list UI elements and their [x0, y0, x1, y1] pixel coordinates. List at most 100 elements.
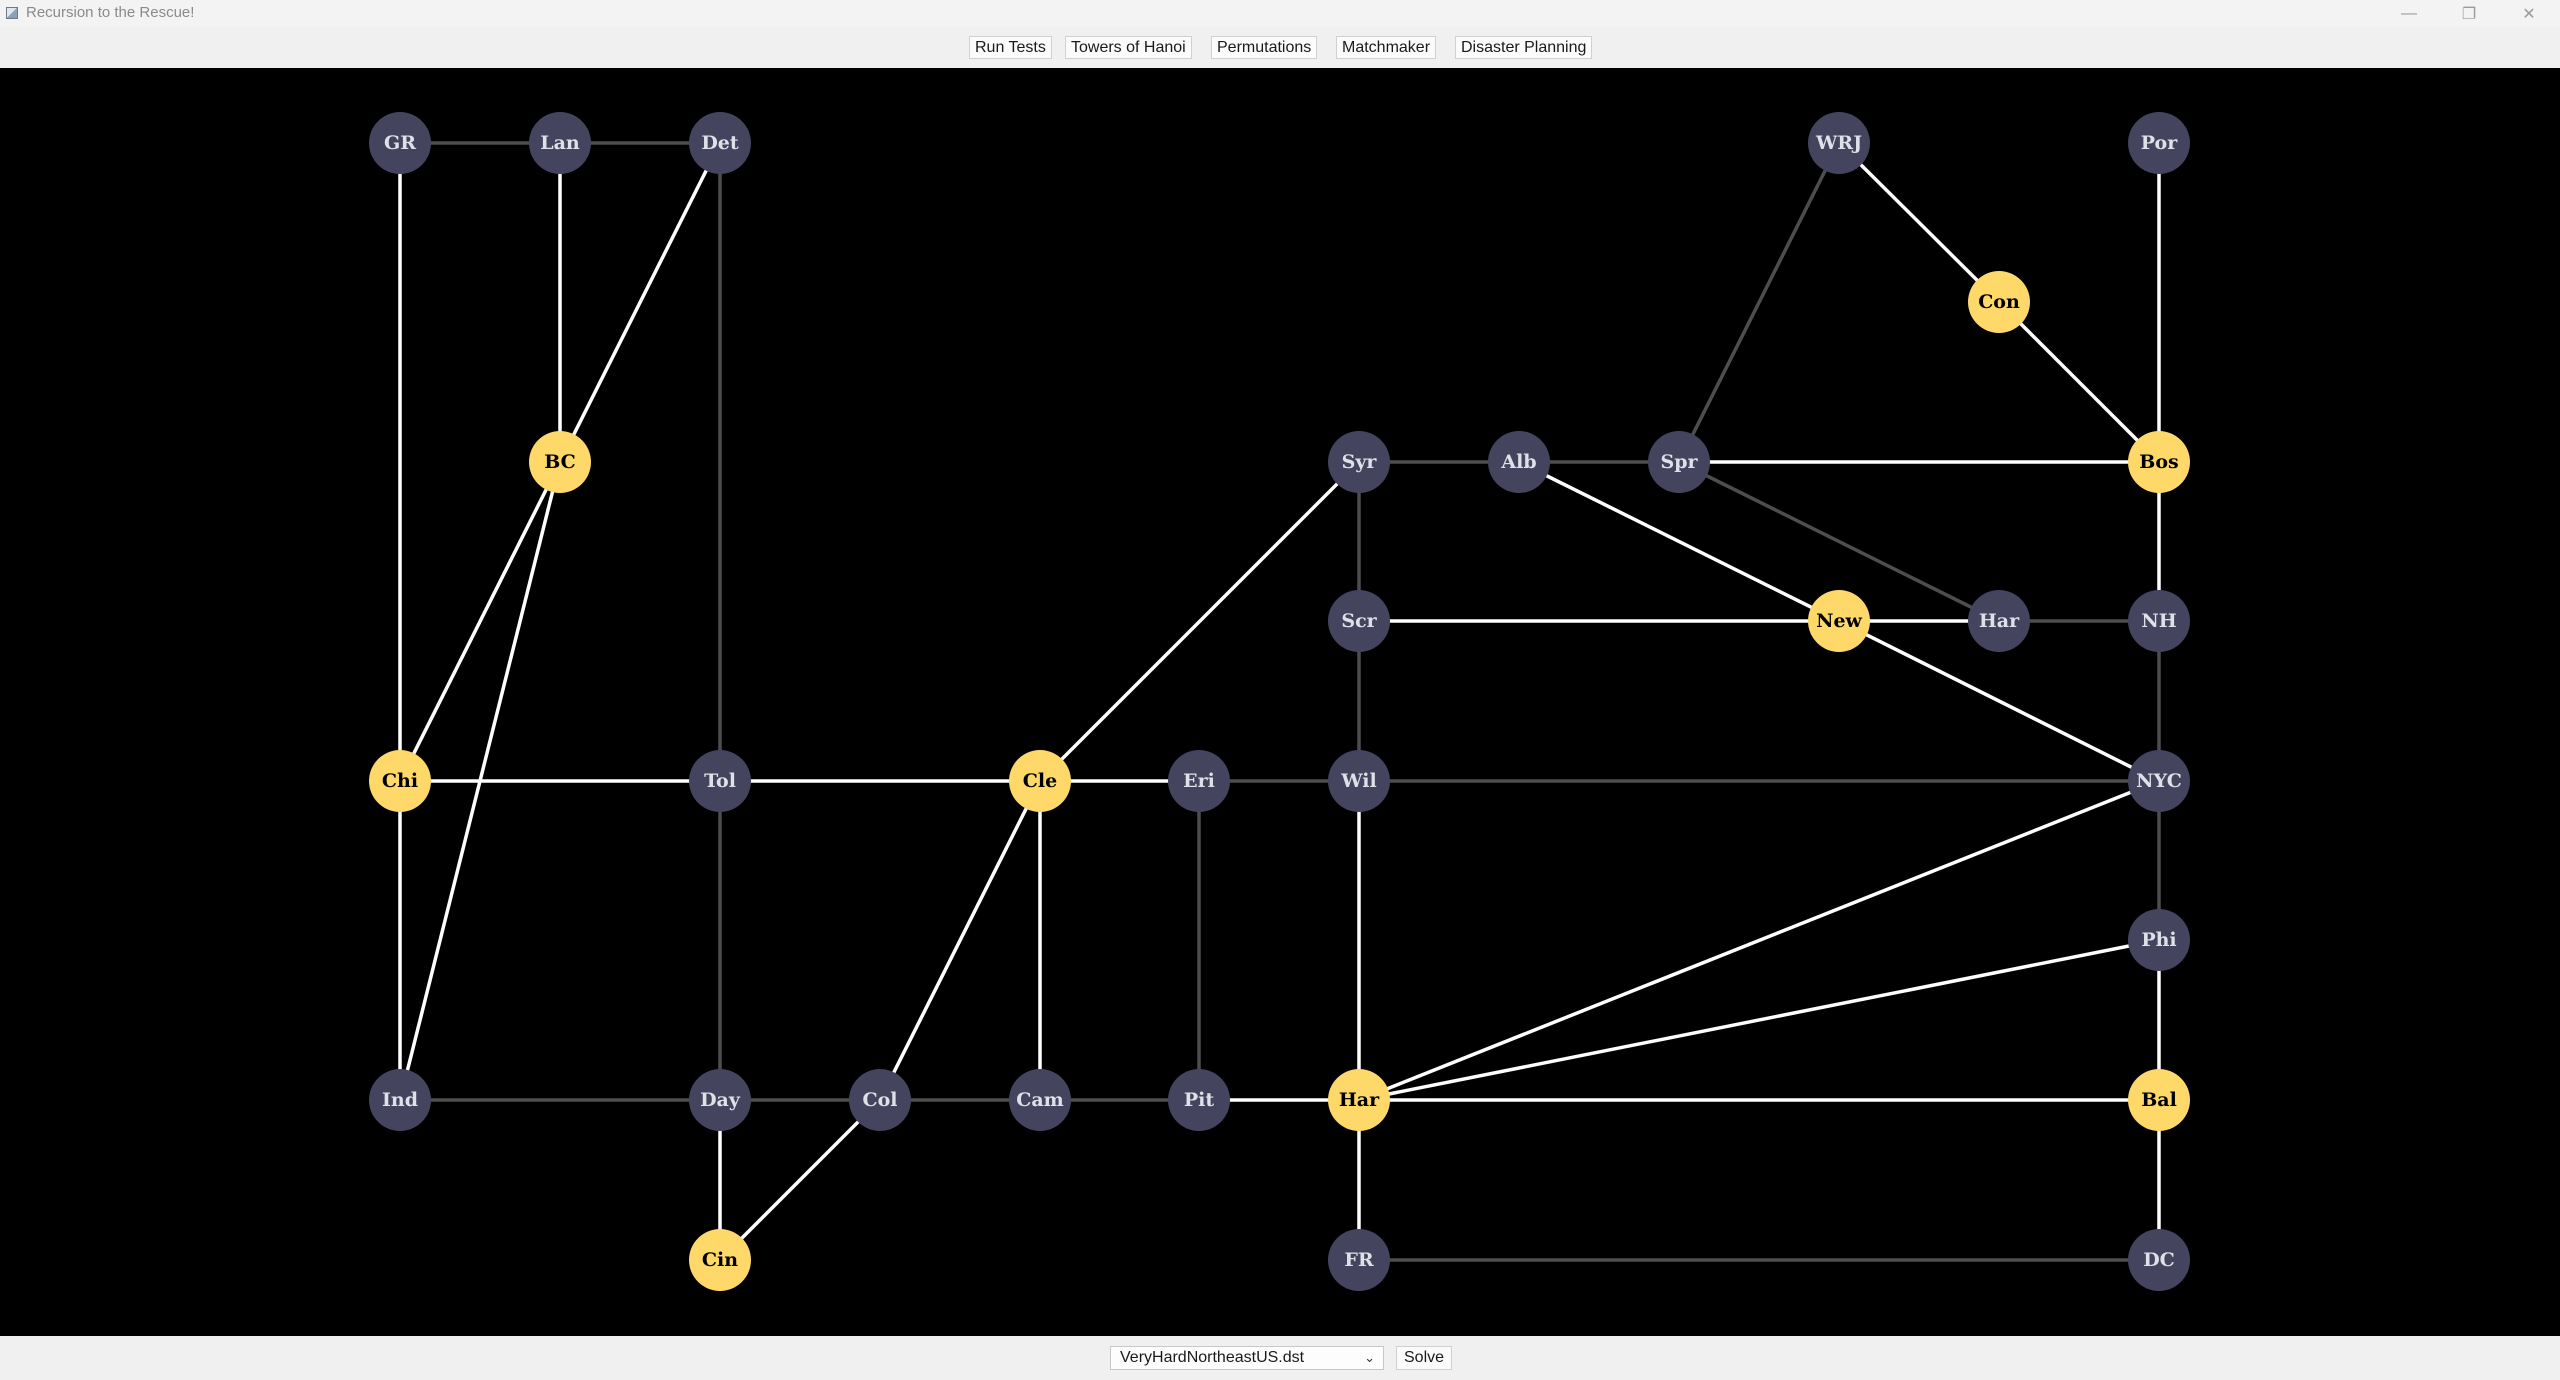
city-node-por[interactable]: Por — [2128, 112, 2190, 174]
city-node-circle[interactable] — [1328, 750, 1390, 812]
city-node-circle[interactable] — [1328, 1229, 1390, 1291]
city-node-phi[interactable]: Phi — [2128, 909, 2190, 971]
city-node-circle[interactable] — [369, 1069, 431, 1131]
app-icon — [6, 7, 18, 19]
city-node-tol[interactable]: Tol — [689, 750, 751, 812]
city-node-circle[interactable] — [1808, 590, 1870, 652]
city-node-har2[interactable]: Har — [1968, 590, 2030, 652]
city-node-circle[interactable] — [2128, 909, 2190, 971]
city-node-day[interactable]: Day — [689, 1069, 751, 1131]
edge-new-nyc — [1838, 619, 2160, 783]
city-node-circle[interactable] — [1328, 1069, 1390, 1131]
edge-spr-har2 — [1678, 460, 2000, 623]
city-node-spr[interactable]: Spr — [1648, 431, 1710, 493]
city-node-circle[interactable] — [1168, 750, 1230, 812]
city-node-dc[interactable]: DC — [2128, 1229, 2190, 1291]
edge-phi-har — [1358, 938, 2160, 1102]
city-node-har[interactable]: Har — [1328, 1069, 1390, 1131]
city-node-label: Ind — [382, 1089, 418, 1111]
city-node-circle[interactable] — [369, 112, 431, 174]
city-node-circle[interactable] — [2128, 750, 2190, 812]
city-node-label: FR — [1344, 1249, 1373, 1271]
city-node-circle[interactable] — [1968, 590, 2030, 652]
city-node-label: Eri — [1183, 770, 1215, 792]
city-node-pit[interactable]: Pit — [1168, 1069, 1230, 1131]
city-node-circle[interactable] — [2128, 1069, 2190, 1131]
city-node-det[interactable]: Det — [689, 112, 751, 174]
city-node-bal[interactable]: Bal — [2128, 1069, 2190, 1131]
city-node-wrj[interactable]: WRJ — [1808, 112, 1870, 174]
city-node-label: Day — [700, 1089, 741, 1111]
city-node-fr[interactable]: FR — [1328, 1229, 1390, 1291]
solve-button[interactable]: Solve — [1396, 1346, 1453, 1370]
edge-det-bc — [558, 142, 722, 463]
city-node-wil[interactable]: Wil — [1328, 750, 1390, 812]
city-node-cle[interactable]: Cle — [1009, 750, 1071, 812]
city-node-nyc[interactable]: NYC — [2128, 750, 2190, 812]
city-node-bos[interactable]: Bos — [2128, 431, 2190, 493]
city-node-circle[interactable] — [689, 750, 751, 812]
city-node-circle[interactable] — [1808, 112, 1870, 174]
maximize-button[interactable]: ❐ — [2461, 5, 2477, 23]
city-node-eri[interactable]: Eri — [1168, 750, 1230, 812]
city-node-nh[interactable]: NH — [2128, 590, 2190, 652]
city-node-cam[interactable]: Cam — [1009, 1069, 1071, 1131]
edge-alb-new — [1518, 460, 1840, 623]
city-node-syr[interactable]: Syr — [1328, 431, 1390, 493]
minimize-button[interactable]: — — [2401, 4, 2417, 22]
city-node-label: Chi — [382, 770, 418, 792]
edge-cle-syr — [1038, 460, 1361, 783]
city-node-circle[interactable] — [1968, 271, 2030, 333]
city-node-label: GR — [384, 132, 416, 154]
window-title: Recursion to the Rescue! — [26, 4, 195, 21]
city-node-ind[interactable]: Ind — [369, 1069, 431, 1131]
city-node-label: Pit — [1184, 1089, 1215, 1111]
city-node-circle[interactable] — [1328, 590, 1390, 652]
city-node-label: WRJ — [1815, 132, 1862, 154]
city-node-lan[interactable]: Lan — [529, 112, 591, 174]
city-node-label: Cam — [1016, 1089, 1064, 1111]
bottom-bar: VeryHardNortheastUS.dst ⌄ Solve — [0, 1336, 2560, 1380]
city-node-circle[interactable] — [529, 112, 591, 174]
city-node-circle[interactable] — [1009, 1069, 1071, 1131]
city-node-circle[interactable] — [529, 431, 591, 493]
matchmaker-button[interactable]: Matchmaker — [1336, 36, 1437, 59]
permutations-button[interactable]: Permutations — [1211, 36, 1318, 59]
city-node-chi[interactable]: Chi — [369, 750, 431, 812]
city-node-label: Har — [1979, 610, 2020, 632]
city-node-alb[interactable]: Alb — [1488, 431, 1550, 493]
city-node-circle[interactable] — [689, 1069, 751, 1131]
edge-col-cin — [718, 1098, 882, 1262]
city-node-circle[interactable] — [689, 1229, 751, 1291]
city-node-circle[interactable] — [849, 1069, 911, 1131]
city-node-label: Cin — [702, 1249, 738, 1271]
city-node-label: NYC — [2136, 770, 2182, 792]
city-node-label: Bos — [2139, 451, 2178, 473]
city-node-cin[interactable]: Cin — [689, 1229, 751, 1291]
edge-wrj-con — [1837, 141, 2001, 304]
city-node-scr[interactable]: Scr — [1328, 590, 1390, 652]
run-tests-button[interactable]: Run Tests — [969, 36, 1052, 59]
towers-of-hanoi-button[interactable]: Towers of Hanoi — [1065, 36, 1192, 59]
city-node-bc[interactable]: BC — [529, 431, 591, 493]
city-node-gr[interactable]: GR — [369, 112, 431, 174]
city-node-circle[interactable] — [1009, 750, 1071, 812]
city-node-circle[interactable] — [2128, 431, 2190, 493]
city-node-circle[interactable] — [1648, 431, 1710, 493]
city-node-circle[interactable] — [2128, 1229, 2190, 1291]
city-node-circle[interactable] — [1168, 1069, 1230, 1131]
close-button[interactable]: ✕ — [2522, 5, 2536, 23]
city-node-circle[interactable] — [1328, 431, 1390, 493]
city-node-con[interactable]: Con — [1968, 271, 2030, 333]
city-node-new[interactable]: New — [1808, 590, 1870, 652]
city-node-circle[interactable] — [369, 750, 431, 812]
city-node-label: Bal — [2141, 1089, 2177, 1111]
file-select[interactable]: VeryHardNortheastUS.dst ⌄ — [1110, 1346, 1384, 1370]
city-node-circle[interactable] — [2128, 112, 2190, 174]
city-node-circle[interactable] — [1488, 431, 1550, 493]
city-node-circle[interactable] — [689, 112, 751, 174]
city-node-col[interactable]: Col — [849, 1069, 911, 1131]
city-node-label: BC — [544, 451, 576, 473]
disaster-planning-button[interactable]: Disaster Planning — [1455, 36, 1593, 59]
city-node-circle[interactable] — [2128, 590, 2190, 652]
